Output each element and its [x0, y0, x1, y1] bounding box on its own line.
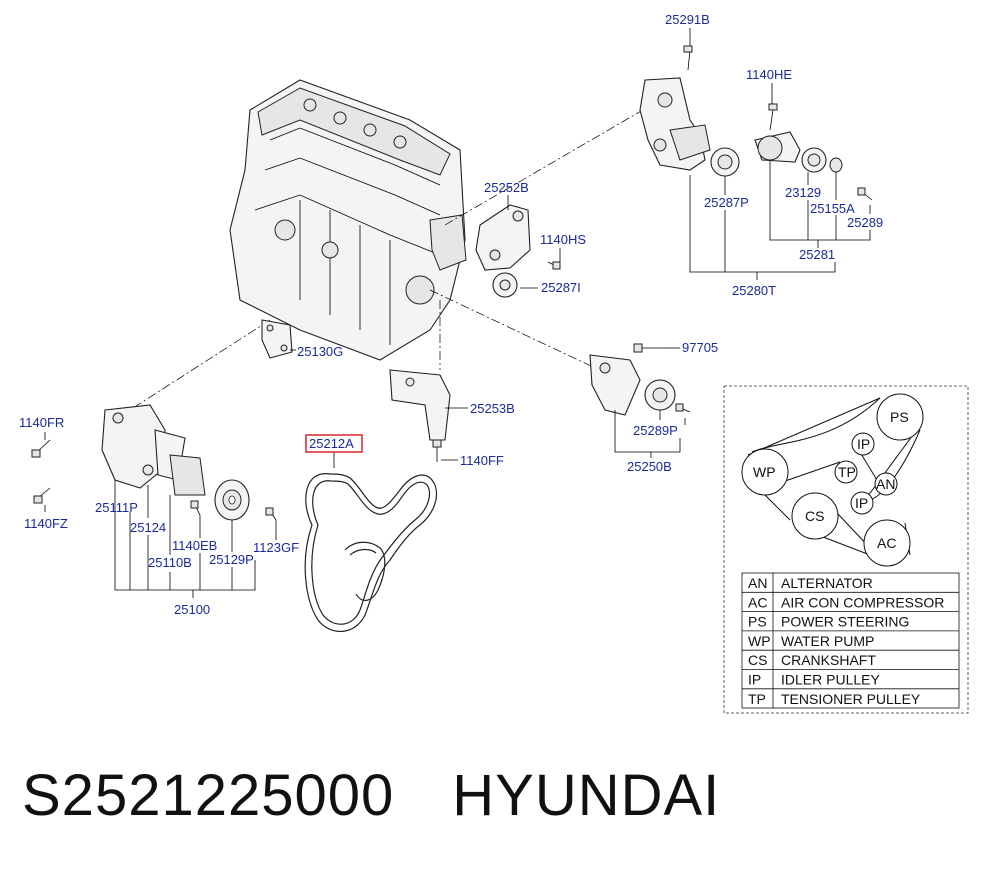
label-25155A[interactable]: 25155A — [810, 201, 855, 216]
route-label-ac: AC — [877, 535, 896, 551]
label-25281[interactable]: 25281 — [799, 247, 835, 262]
engine-block — [229, 79, 467, 361]
label-25253B[interactable]: 25253B — [470, 401, 515, 416]
label-25289P[interactable]: 25289P — [633, 423, 678, 438]
label-1140HE[interactable]: 1140HE — [746, 67, 792, 82]
route-label-ip-upper: IP — [857, 436, 870, 452]
footer-caption: S2521225000 HYUNDAI — [22, 762, 720, 829]
label-25291B[interactable]: 25291B — [665, 12, 710, 27]
legend-name: TENSIONER PULLEY — [781, 691, 921, 707]
route-label-wp: WP — [753, 464, 776, 480]
pulley-tp — [834, 460, 858, 484]
pulley-wp — [741, 448, 789, 496]
label-25250B[interactable]: 25250B — [627, 459, 672, 474]
label-25212A[interactable]: 25212A — [309, 436, 354, 451]
legend-code: IP — [748, 672, 761, 688]
label-1140FZ[interactable]: 1140FZ — [24, 516, 68, 531]
drive-belt — [304, 473, 438, 633]
part-labels: 25291B 1140HE 25252B 1140HS 25287I 25287… — [19, 12, 883, 617]
idler-assembly-25250B — [589, 343, 691, 416]
legend-code: PS — [748, 614, 767, 630]
legend-code: AN — [748, 575, 767, 591]
route-label-ps: PS — [890, 409, 909, 425]
routing-frame — [723, 385, 969, 714]
brand-name: HYUNDAI — [452, 763, 721, 828]
bracket-25252B — [475, 204, 561, 298]
assembly-lines — [129, 99, 661, 411]
label-1140HS[interactable]: 1140HS — [540, 232, 586, 247]
label-25289[interactable]: 25289 — [847, 215, 883, 230]
pulley-ip-lower — [850, 491, 874, 515]
belt-routing-panel: PS IP WP TP AN IP CS AC AN ALTERNATOR AC AI… — [723, 385, 969, 714]
legend-name: IDLER PULLEY — [781, 672, 880, 688]
legend-code: CS — [748, 652, 767, 668]
route-label-tp: TP — [838, 464, 856, 480]
pulley-an — [874, 472, 898, 496]
label-1140FR[interactable]: 1140FR — [19, 415, 64, 430]
legend-name: POWER STEERING — [781, 614, 909, 630]
label-25252B[interactable]: 25252B — [484, 180, 529, 195]
legend-code: WP — [748, 633, 771, 649]
pulley-ip-upper — [851, 432, 875, 456]
label-25111P[interactable]: 25111P — [95, 500, 138, 515]
label-25130G[interactable]: 25130G — [297, 344, 343, 359]
legend-code: TP — [748, 691, 766, 707]
label-25280T[interactable]: 25280T — [732, 283, 776, 298]
label-25110B[interactable]: 25110B — [148, 555, 192, 570]
label-97705[interactable]: 97705 — [682, 340, 718, 355]
tensioner-assembly — [639, 45, 873, 201]
legend-name: CRANKSHAFT — [781, 652, 876, 668]
gasket-25130G — [261, 319, 293, 359]
pulley-ac — [863, 519, 911, 567]
water-pump-assembly — [31, 404, 277, 521]
part-number: S2521225000 — [22, 763, 395, 828]
label-1140FF[interactable]: 1140FF — [460, 453, 504, 468]
bracket-25253B — [389, 369, 451, 462]
label-1123GF[interactable]: 1123GF — [253, 540, 299, 555]
legend-code: AC — [748, 594, 767, 610]
legend-table: AN ALTERNATOR AC AIR CON COMPRESSOR PS POWER … — [741, 572, 960, 709]
route-label-ip-lower: IP — [855, 495, 868, 511]
label-25124[interactable]: 25124 — [130, 520, 166, 535]
legend-name: WATER PUMP — [781, 633, 874, 649]
legend-name: ALTERNATOR — [781, 575, 873, 591]
label-1140EB[interactable]: 1140EB — [172, 538, 217, 553]
pulley-cs — [791, 492, 839, 540]
highlight-box-25212A — [305, 434, 363, 453]
parts-diagram: 25291B 1140HE 25252B 1140HS 25287I 25287… — [19, 12, 969, 714]
label-25287P[interactable]: 25287P — [704, 195, 749, 210]
route-label-cs: CS — [805, 508, 824, 524]
label-25287I[interactable]: 25287I — [541, 280, 581, 295]
route-label-an: AN — [876, 476, 895, 492]
pulley-ps — [876, 393, 924, 441]
leader-lines — [44, 28, 871, 598]
label-23129[interactable]: 23129 — [785, 185, 821, 200]
legend-name: AIR CON COMPRESSOR — [781, 594, 944, 610]
label-25129P[interactable]: 25129P — [209, 552, 254, 567]
label-25100[interactable]: 25100 — [174, 602, 210, 617]
